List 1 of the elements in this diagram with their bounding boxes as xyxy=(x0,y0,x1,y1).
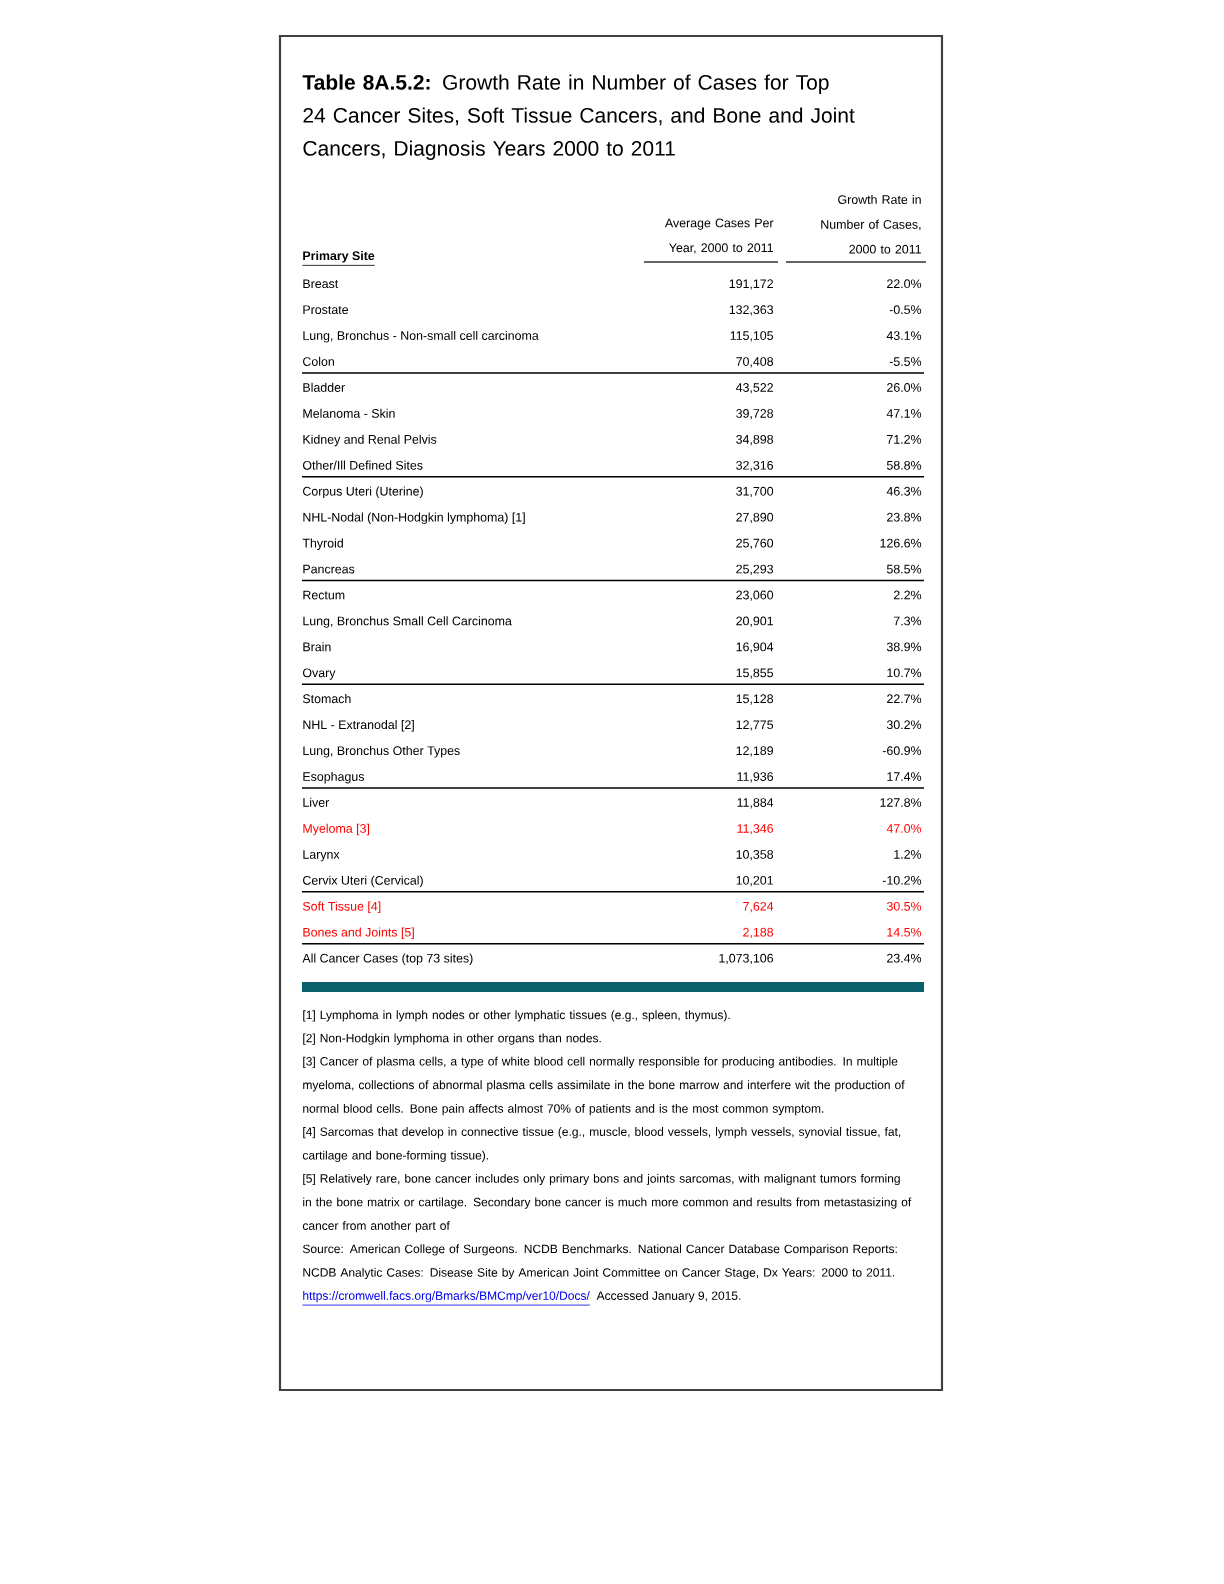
table-title: Table 8A.5.2: Growth Rate in Number of Cases for Top 24 Cancer Sites, Soft Tissue Cancers, and Bone and Joint Cancers, Diagnosis Years 2000 to 2011 xyxy=(302,74,855,160)
